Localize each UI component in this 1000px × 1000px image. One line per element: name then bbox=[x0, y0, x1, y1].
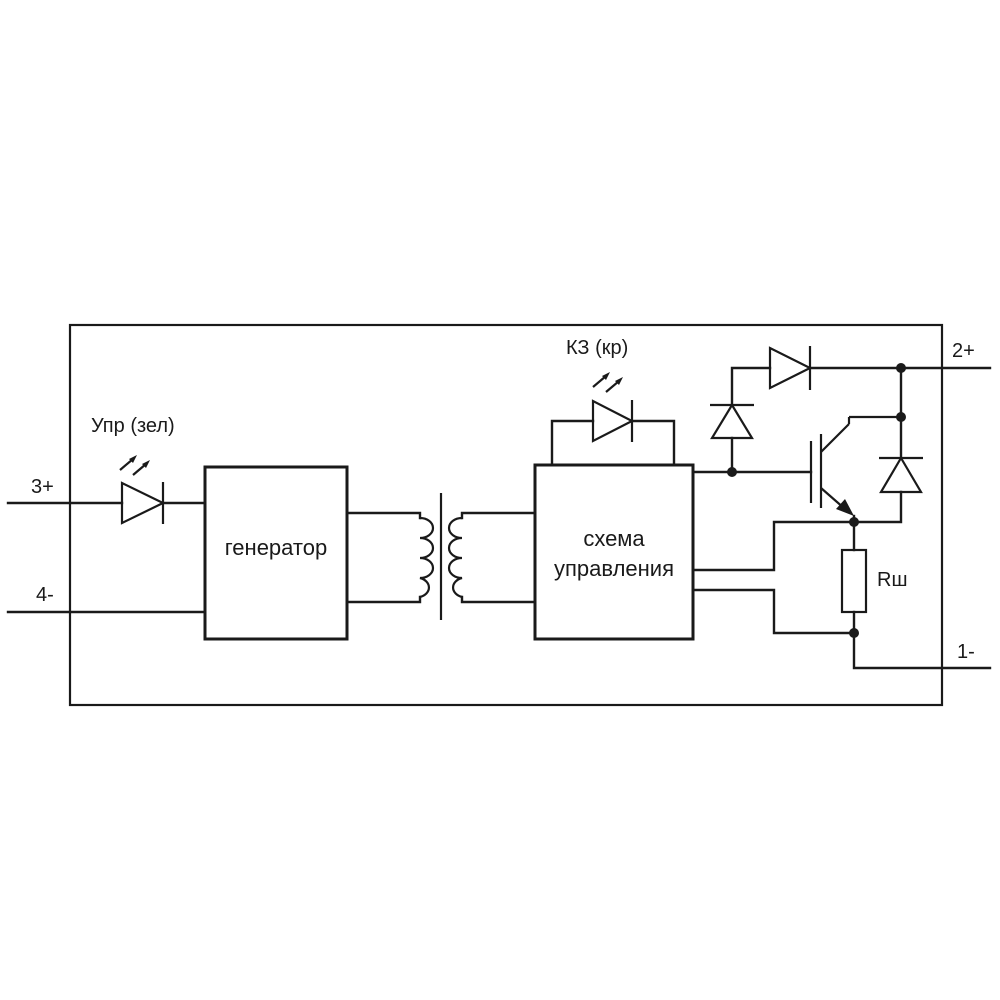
generator-label: генератор bbox=[225, 535, 327, 560]
freewheel-diode bbox=[879, 455, 923, 494]
wire-gen-to-primary-bottom bbox=[345, 595, 422, 604]
short-circuit-led-label: КЗ (кр) bbox=[566, 337, 628, 359]
control-led bbox=[119, 455, 166, 525]
control-circuit-label-line1: схема bbox=[583, 526, 645, 551]
shunt-resistor-label: Rш bbox=[877, 569, 908, 591]
shunt-resistor bbox=[840, 548, 868, 614]
primary-winding bbox=[419, 516, 435, 599]
short-circuit-led bbox=[591, 372, 635, 443]
terminal-4-label: 4- bbox=[36, 584, 54, 606]
terminal-2-label: 2+ bbox=[952, 340, 975, 362]
terminal-3-label: 3+ bbox=[31, 476, 54, 498]
wire-sense-upper bbox=[691, 520, 856, 572]
wire-terminal-1 bbox=[852, 631, 992, 670]
control-circuit-label-line2: управления bbox=[554, 556, 674, 581]
control-led-label: Упр (зел) bbox=[91, 415, 175, 437]
light-arrows-icon bbox=[119, 455, 150, 476]
wire-freewheel-bottom bbox=[852, 490, 903, 524]
igbt-transistor bbox=[809, 415, 901, 516]
generator-block bbox=[203, 465, 349, 641]
device-frame bbox=[68, 323, 944, 707]
wire-sc-led-left bbox=[550, 419, 595, 467]
light-arrows-icon bbox=[592, 372, 623, 393]
series-diode bbox=[768, 346, 813, 390]
terminal-1-label: 1- bbox=[957, 641, 975, 663]
control-circuit-block bbox=[533, 463, 695, 641]
transformer bbox=[419, 493, 463, 620]
protection-diode bbox=[710, 402, 754, 440]
wire-secondary-bottom bbox=[460, 595, 537, 604]
secondary-winding bbox=[447, 516, 463, 599]
wire-sc-led-right bbox=[630, 419, 676, 467]
wire-sense-lower bbox=[691, 588, 856, 635]
wire-secondary-top bbox=[460, 511, 537, 520]
wire-gen-to-primary-top bbox=[345, 511, 422, 520]
wire-prot-diode-top bbox=[730, 366, 772, 407]
